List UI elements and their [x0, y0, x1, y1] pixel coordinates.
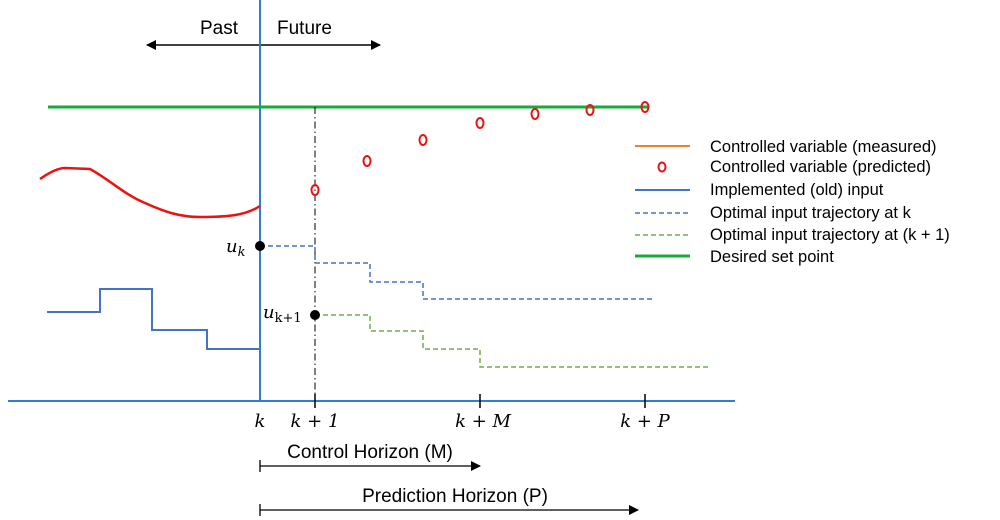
measured-cv-curve [39, 166, 261, 219]
legend: Controlled variable (measured) Controlle… [635, 138, 950, 266]
predicted-point [585, 104, 595, 116]
uk-point [255, 241, 265, 251]
tick-label-kP: k + P [620, 411, 670, 432]
legend-label: Desired set point [710, 248, 834, 266]
predicted-point [418, 134, 428, 146]
optimal-trajectory-k1 [315, 314, 708, 368]
optimal-trajectory-k [260, 245, 652, 300]
tick-label-k: k [255, 411, 266, 432]
predicted-point [310, 184, 320, 196]
predicted-point [362, 155, 372, 167]
predicted-point [640, 101, 650, 113]
tick-label-kM: k + M [455, 411, 511, 432]
legend-label: Implemented (old) input [710, 181, 884, 199]
predicted-point [530, 108, 540, 120]
future-label: Future [277, 18, 332, 39]
tick-label-k1: k + 1 [291, 411, 340, 432]
uk1-point [310, 310, 320, 320]
prediction-horizon-label: Prediction Horizon (P) [362, 486, 548, 507]
legend-swatch-predicted [657, 161, 667, 173]
legend-label: Controlled variable (measured) [710, 138, 937, 156]
legend-label: Controlled variable (predicted) [710, 158, 931, 176]
predicted-cv-points [310, 101, 650, 196]
past-label: Past [200, 18, 239, 39]
uk-label: uk [226, 236, 246, 260]
uk1-label: uk+1 [263, 302, 302, 326]
predicted-point [475, 117, 485, 129]
legend-label: Optimal input trajectory at (k + 1) [710, 226, 950, 244]
implemented-input-line [47, 288, 260, 350]
control-horizon-label: Control Horizon (M) [287, 442, 453, 463]
legend-label: Optimal input trajectory at k [710, 204, 912, 222]
